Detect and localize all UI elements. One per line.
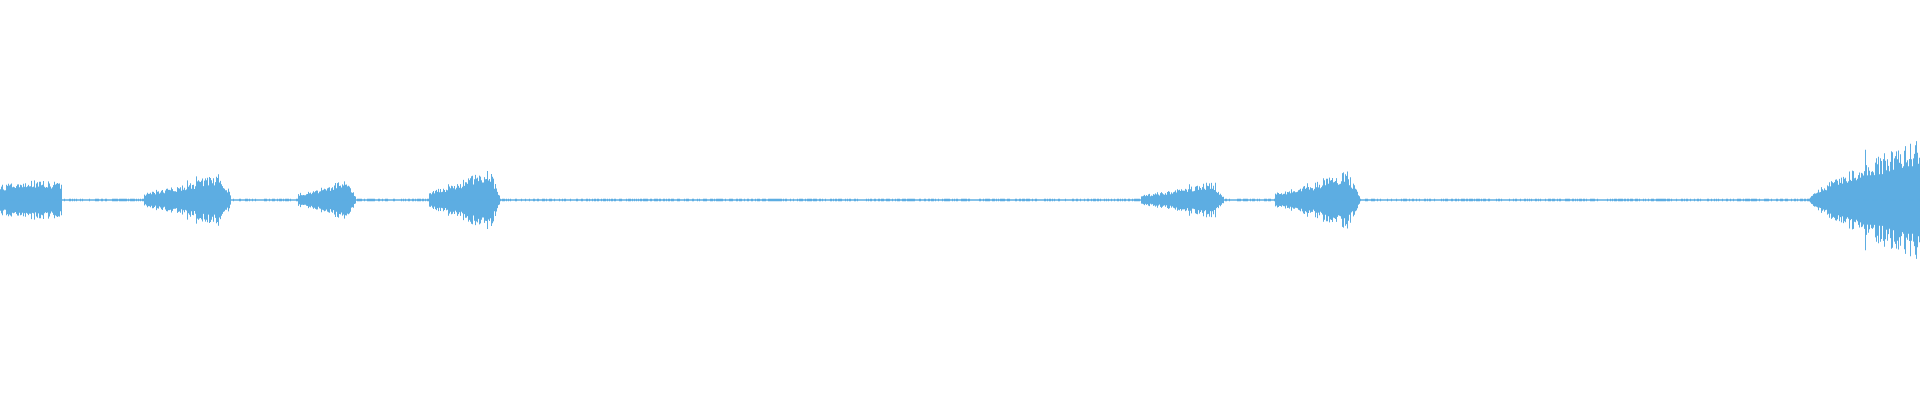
waveform-graphic [0,141,1920,259]
